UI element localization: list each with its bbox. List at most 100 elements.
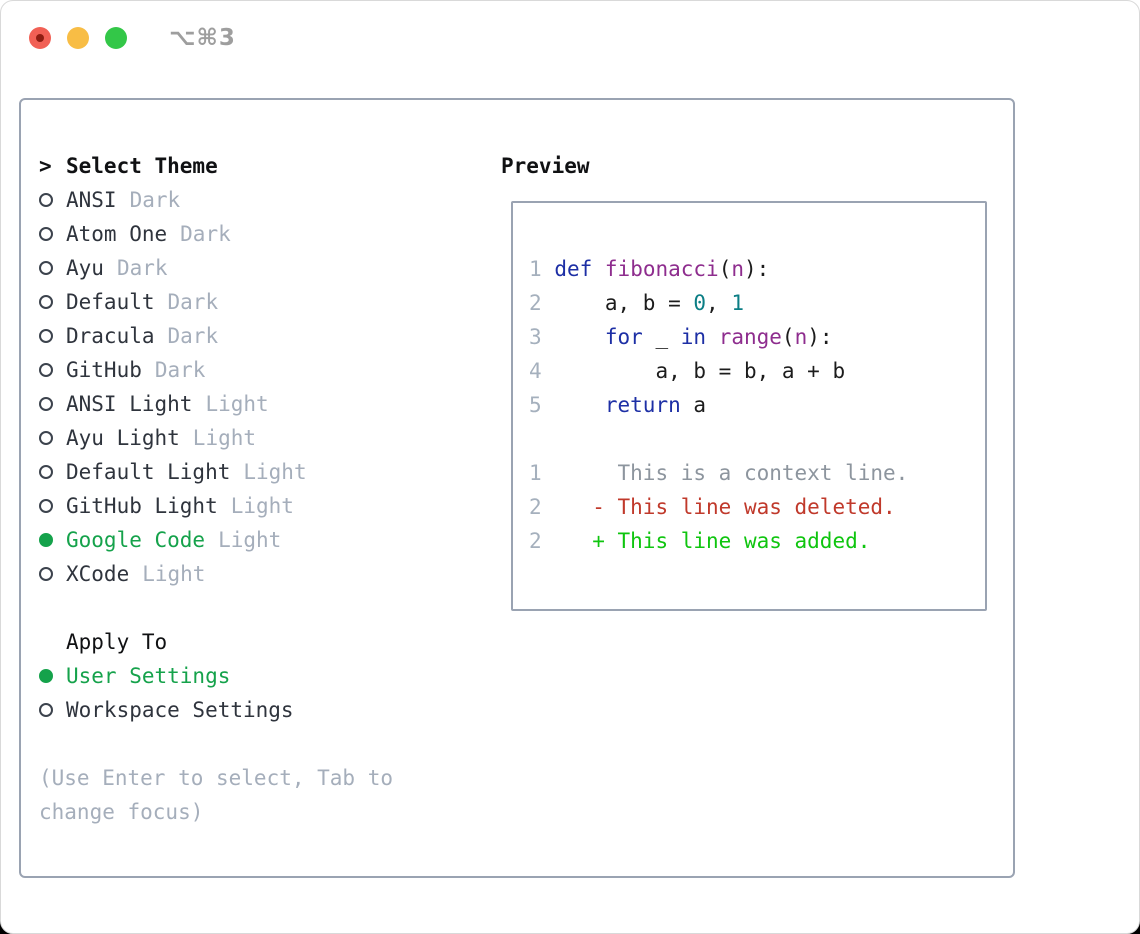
option-label: XCode [66,562,130,586]
code-segment [592,257,605,281]
window-title-shortcut: ⌥⌘3 [169,25,236,51]
code-segment [542,393,605,417]
apply-option-workspace-settings[interactable]: Workspace Settings [39,693,393,727]
variant-tag: Light [142,562,206,586]
radio-icon [39,295,66,309]
variant-tag: Dark [167,290,219,314]
code-line: 2 + This line was added. [529,524,985,558]
apply-to-header: Apply To [39,625,393,659]
code-segment: , [706,291,732,315]
code-segment: 1 [529,257,542,281]
code-segment: 4 [529,359,542,383]
variant-tag: Light [192,426,257,450]
code-segment: return [604,393,681,417]
code-segment: fibonacci [604,257,719,281]
code-segment [542,325,605,349]
code-segment [542,291,605,315]
code-segment [542,529,593,553]
code-segment: def [554,257,593,281]
code-segment: 2 [529,495,542,519]
variant-tag: Light [243,460,307,484]
option-label: Atom One [66,222,168,246]
theme-option-xcode[interactable]: XCode Light [39,557,393,591]
preview-header: Preview [501,154,590,178]
code-segment [542,359,656,383]
theme-option-github[interactable]: GitHub Dark [39,353,393,387]
radio-icon [39,431,66,445]
option-label: GitHub [66,358,142,382]
variant-tag: Light [205,392,269,416]
option-label: Ayu [66,256,104,280]
option-label: ANSI [66,188,117,212]
radio-icon [39,397,66,411]
code-segment: 2 [529,529,542,553]
titlebar: ⌥⌘3 [1,1,1139,73]
radio-icon [39,703,66,717]
variant-tag: Dark [167,324,219,348]
theme-option-github-light[interactable]: GitHub Light Light [39,489,393,523]
variant-tag: Dark [129,188,181,212]
spacer [39,727,393,761]
code-segment [542,461,618,485]
radio-icon [39,465,66,479]
theme-option-atom-one[interactable]: Atom One Dark [39,217,393,251]
select-theme-title: Select Theme [66,154,218,178]
variant-tag: Dark [154,358,206,382]
minimize-button[interactable] [67,27,89,49]
variant-tag: Light [230,494,294,518]
code-segment: 1 [731,291,744,315]
code-line: 2 - This line was deleted. [529,490,985,524]
radio-icon [39,363,66,377]
code-segment: a [680,393,707,417]
code-segment: ( [781,325,795,349]
code-segment: 5 [529,393,542,417]
theme-option-ansi-light[interactable]: ANSI Light Light [39,387,393,421]
variant-tag: Dark [180,222,231,246]
option-label: Workspace Settings [66,698,294,722]
code-segment [706,325,719,349]
theme-option-ayu-light[interactable]: Ayu Light Light [39,421,393,455]
code-segment: 2 [529,291,542,315]
code-line [529,422,985,456]
code-segment: in [680,325,707,349]
code-segment: n [794,325,808,349]
option-label: GitHub Light [66,494,218,518]
hint-line-2: change focus) [39,800,204,824]
radio-icon [39,227,66,241]
option-label: Default Light [66,460,231,484]
code-segment [542,257,555,281]
code-segment: ( [718,257,732,281]
code-line: 4 a, b = b, a + b [529,354,985,388]
apply-option-user-settings[interactable]: User Settings [39,659,393,693]
code-segment: n [731,257,745,281]
radio-selected-icon [39,669,66,683]
close-button[interactable] [29,27,51,49]
radio-selected-icon [39,533,66,547]
code-segment [542,495,593,519]
hint-text: (Use Enter to select, Tab to change focu… [39,761,393,829]
code-line: 1 def fibonacci(n): [529,252,985,286]
hint-line-1: (Use Enter to select, Tab to [39,766,394,790]
apply-to-title: Apply To [66,630,168,654]
code-segment: a, b = [604,291,694,315]
maximize-button[interactable] [105,27,127,49]
radio-icon [39,499,66,513]
code-segment: ): [744,257,770,281]
option-label: ANSI Light [66,392,193,416]
theme-option-ansi[interactable]: ANSI Dark [39,183,393,217]
theme-option-default-light[interactable]: Default Light Light [39,455,393,489]
radio-icon [39,329,66,343]
option-label: Ayu Light [66,426,180,450]
spacer [39,591,393,625]
